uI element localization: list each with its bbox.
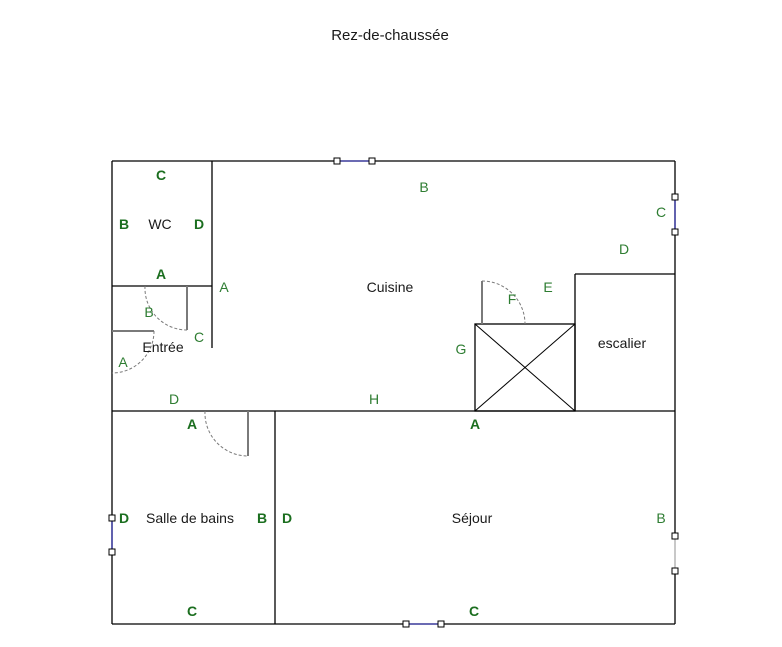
door-sdb — [204, 410, 249, 457]
wall-label: D — [169, 391, 179, 407]
window-bottom — [402, 620, 445, 628]
wall-label: H — [369, 391, 379, 407]
wall-label: C — [194, 329, 204, 345]
wall-label: C — [156, 167, 166, 183]
wall-label: B — [144, 304, 153, 320]
plan-title: Rez-de-chaussée — [331, 27, 449, 44]
wall-label: D — [194, 216, 204, 232]
wall-label: D — [282, 510, 292, 526]
room-label-wc: WC — [148, 216, 171, 232]
room-label-salle-de-bains: Salle de bains — [146, 510, 234, 526]
wall-label: B — [119, 216, 129, 232]
wall-label: E — [543, 279, 552, 295]
window-right-sejour — [671, 532, 679, 575]
wall-label: A — [118, 354, 128, 370]
wall-label: D — [619, 241, 629, 257]
wall-label: F — [508, 291, 517, 307]
outer-walls — [111, 160, 676, 625]
room-label-cuisine: Cuisine — [367, 279, 414, 295]
wall-label: D — [119, 510, 129, 526]
wall-label: B — [419, 179, 428, 195]
stair-opening — [474, 323, 576, 412]
window-left-sdb — [108, 514, 116, 556]
window-right-kitchen — [671, 193, 679, 236]
room-label-escalier: escalier — [598, 335, 647, 351]
wall-label: A — [470, 416, 480, 432]
room-label-sejour: Séjour — [452, 510, 493, 526]
interior-walls — [112, 161, 675, 624]
wall-label: A — [156, 266, 166, 282]
door-entree — [111, 330, 155, 374]
wall-label: C — [469, 603, 479, 619]
wall-label: C — [656, 204, 666, 220]
wall-label: C — [187, 603, 197, 619]
door-wc — [144, 285, 188, 331]
wall-label: B — [656, 510, 665, 526]
wall-label: A — [219, 279, 229, 295]
wall-label: G — [456, 341, 467, 357]
door-kitchen-stair — [481, 280, 526, 325]
wall-label: A — [187, 416, 197, 432]
window-top — [333, 157, 376, 165]
room-label-entree: Entrée — [142, 339, 183, 355]
wall-label: B — [257, 510, 267, 526]
